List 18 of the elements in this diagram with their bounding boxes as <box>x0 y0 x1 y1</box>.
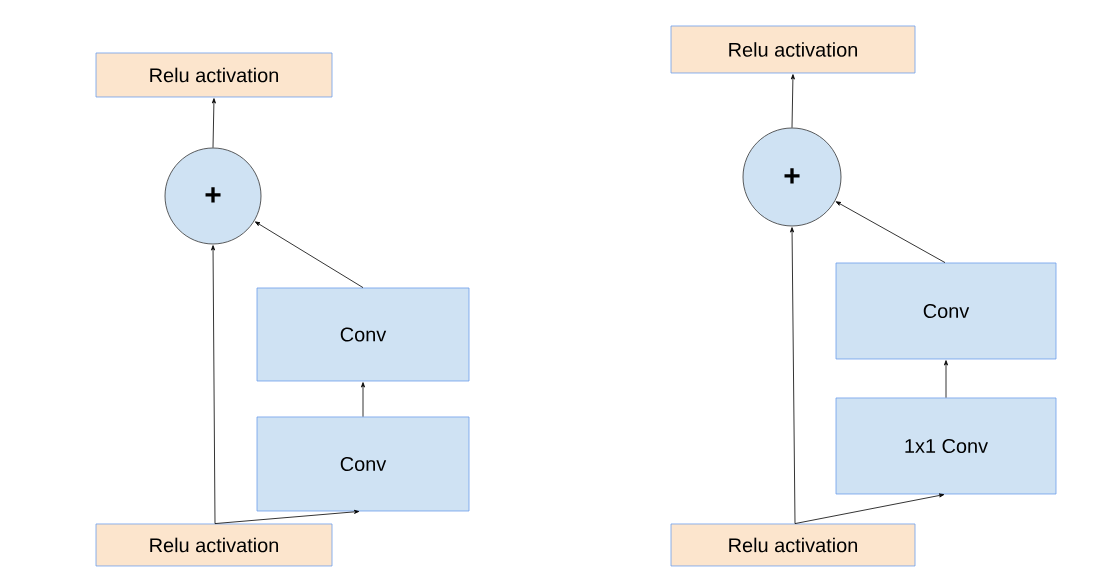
arrow <box>944 360 948 398</box>
activation-box: Relu activation <box>670 25 916 74</box>
conv-box: Conv <box>256 287 470 382</box>
arrow <box>794 493 945 524</box>
conv-box: Conv <box>256 416 470 512</box>
arrow <box>835 201 946 263</box>
conv-box: 1x1 Conv <box>835 397 1057 495</box>
activation-box: Relu activation <box>95 52 333 98</box>
activation-box: Relu activation <box>95 523 333 567</box>
arrow <box>790 227 796 524</box>
arrow <box>211 245 216 524</box>
arrow <box>254 221 364 288</box>
arrow <box>214 509 360 524</box>
conv-box: Conv <box>835 262 1057 360</box>
arrow <box>790 74 795 128</box>
activation-box: Relu activation <box>670 523 916 567</box>
arrow <box>361 382 365 417</box>
arrow <box>211 98 216 148</box>
